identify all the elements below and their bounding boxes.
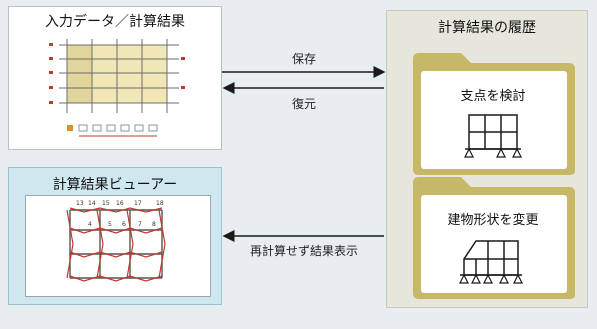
viewer-node-label: 14 <box>88 200 96 207</box>
result-viewer-thumbnail: 13 14 15 16 17 18 4 5 6 7 8 <box>25 195 211 297</box>
input-data-panel: 入力データ／計算結果 <box>8 6 222 150</box>
folder-label: 建物形状を変更 <box>447 213 539 228</box>
viewer-node-label: 15 <box>102 200 110 207</box>
folder-icon <box>413 177 575 299</box>
viewer-node-label: 7 <box>138 221 142 228</box>
viewer-node-label: 13 <box>76 200 84 207</box>
folder-label: 支点を検討 <box>460 89 526 104</box>
history-folder-support[interactable]: 支点を検討 <box>409 49 577 177</box>
result-history-panel: 計算結果の履歴 支点を検討 建物形状を変更 <box>386 10 588 308</box>
viewer-node-label: 5 <box>108 221 112 228</box>
viewer-node-label: 18 <box>156 200 164 207</box>
input-data-thumbnail <box>19 33 211 143</box>
folder-icon <box>413 53 575 175</box>
input-data-title: 入力データ／計算結果 <box>45 14 185 30</box>
result-viewer-panel: 計算結果ビューアー <box>8 167 222 305</box>
save-label: 保存 <box>291 52 316 66</box>
viewer-node-label: 6 <box>122 221 126 228</box>
restore-label: 復元 <box>291 97 316 111</box>
history-folder-shape[interactable]: 建物形状を変更 <box>409 173 577 301</box>
result-viewer-title: 計算結果ビューアー <box>52 177 178 193</box>
viewer-node-label: 8 <box>152 221 156 228</box>
frame-structure-icon <box>459 240 523 284</box>
viewer-node-label: 17 <box>134 200 142 207</box>
viewer-node-label: 16 <box>116 200 124 207</box>
result-history-title: 計算結果の履歴 <box>438 20 536 36</box>
viewer-node-label: 4 <box>88 221 92 228</box>
show-results-label: 再計算せず結果表示 <box>249 244 358 258</box>
frame-structure-icon <box>464 114 522 158</box>
